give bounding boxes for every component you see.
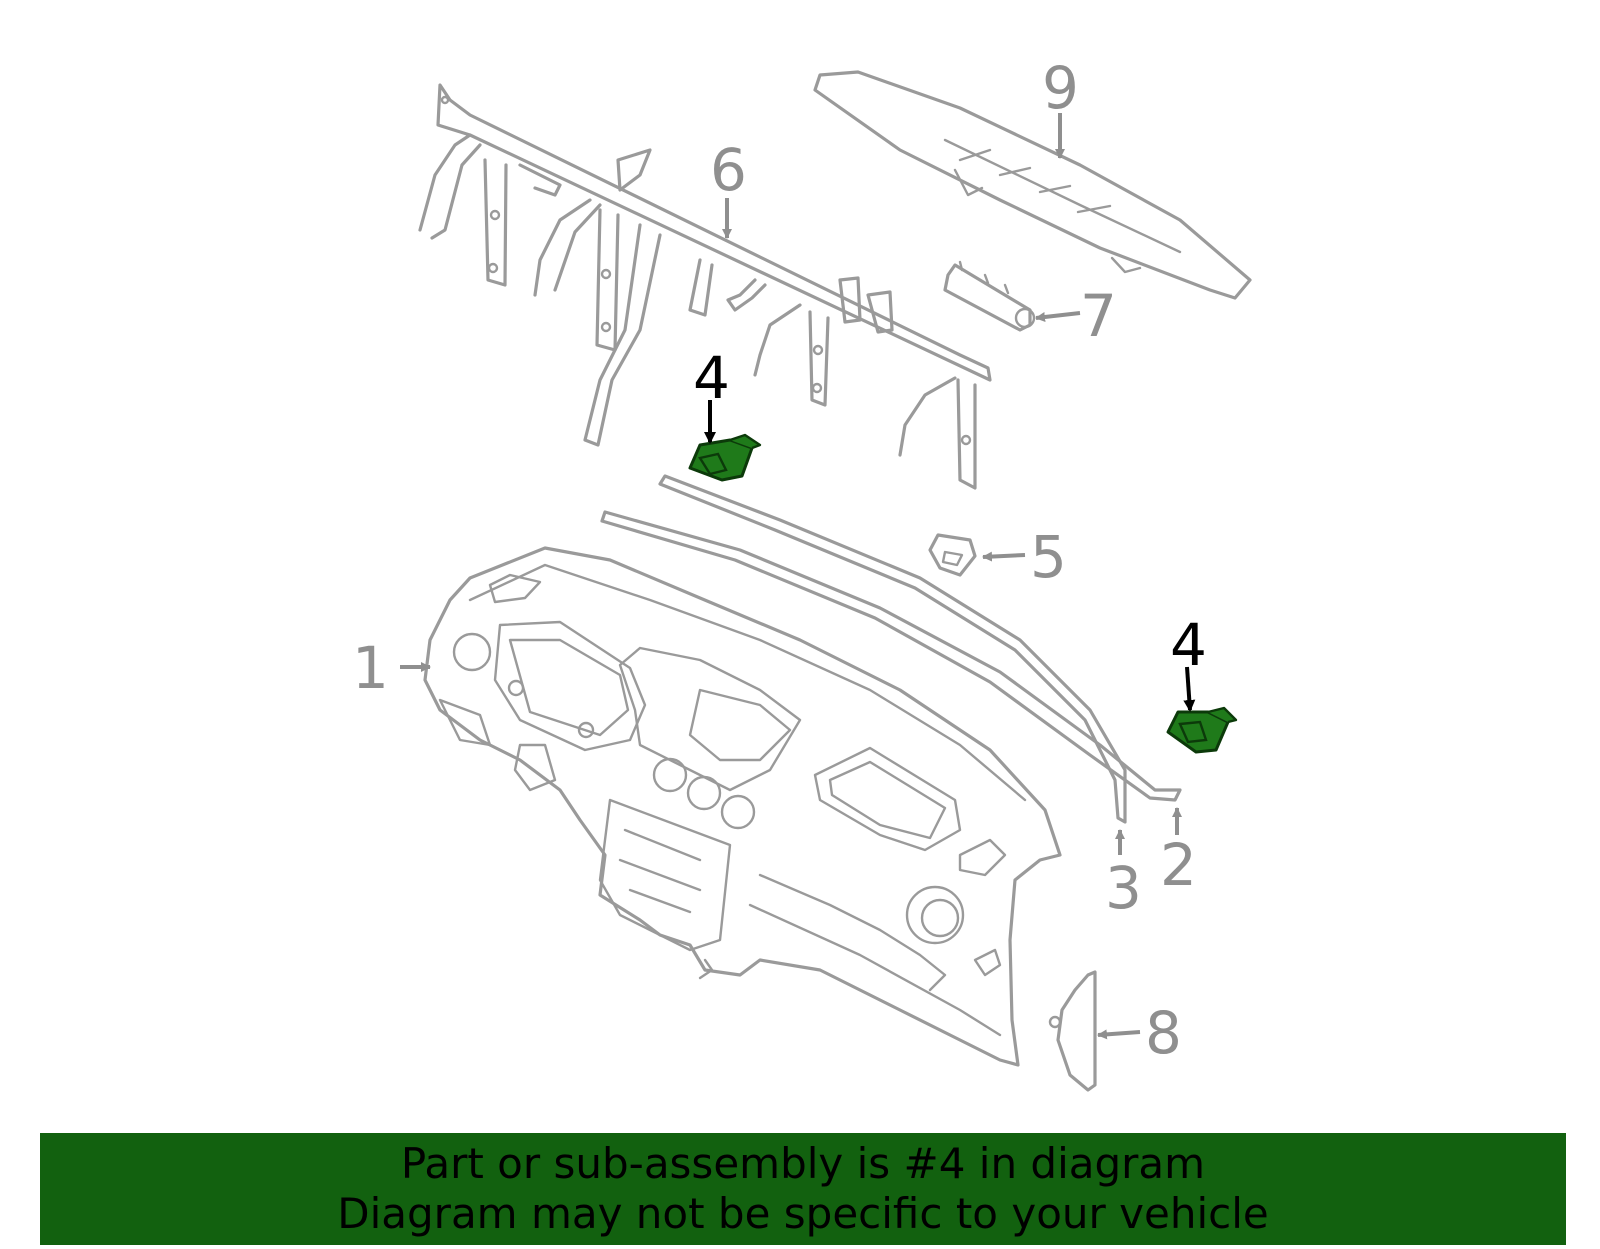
callout-2: 2 <box>1160 831 1197 899</box>
callout-5: 5 <box>1030 523 1067 591</box>
bracket-part-7 <box>943 260 1036 332</box>
callout-1: 1 <box>352 634 389 702</box>
callout-4-left: 4 <box>693 344 730 412</box>
leader-5 <box>982 551 1026 562</box>
callout-6: 6 <box>710 136 747 204</box>
leader-8 <box>1097 1029 1141 1040</box>
end-cap-part-8 <box>1048 970 1097 1092</box>
clip-part-5 <box>928 533 977 577</box>
trim-strip-part-2 <box>600 510 1182 802</box>
banner-line-2: Diagram may not be specific to your vehi… <box>337 1189 1269 1238</box>
banner-line-1: Part or sub-assembly is #4 in diagram <box>400 1139 1206 1188</box>
callout-9: 9 <box>1042 54 1079 122</box>
trim-strip-part-3 <box>658 474 1127 824</box>
callout-4-right: 4 <box>1170 611 1207 679</box>
cross-car-beam-part-6 <box>418 83 992 490</box>
leader-4-right <box>1183 666 1196 712</box>
duct-part-4-right[interactable] <box>1166 706 1238 754</box>
defroster-panel-part-9 <box>813 70 1252 300</box>
leader-7 <box>1035 311 1081 322</box>
callout-8: 8 <box>1145 999 1182 1067</box>
leader-lines <box>400 113 1196 1040</box>
callout-3: 3 <box>1105 854 1142 922</box>
info-banner: Part or sub-assembly is #4 in diagram Di… <box>40 1133 1566 1245</box>
parts-diagram: 1 2 3 4 4 5 6 7 8 9 <box>352 54 1252 1092</box>
instrument-panel-part-1 <box>423 546 1062 1067</box>
callout-7: 7 <box>1080 282 1117 350</box>
duct-part-4-left[interactable] <box>688 433 762 482</box>
